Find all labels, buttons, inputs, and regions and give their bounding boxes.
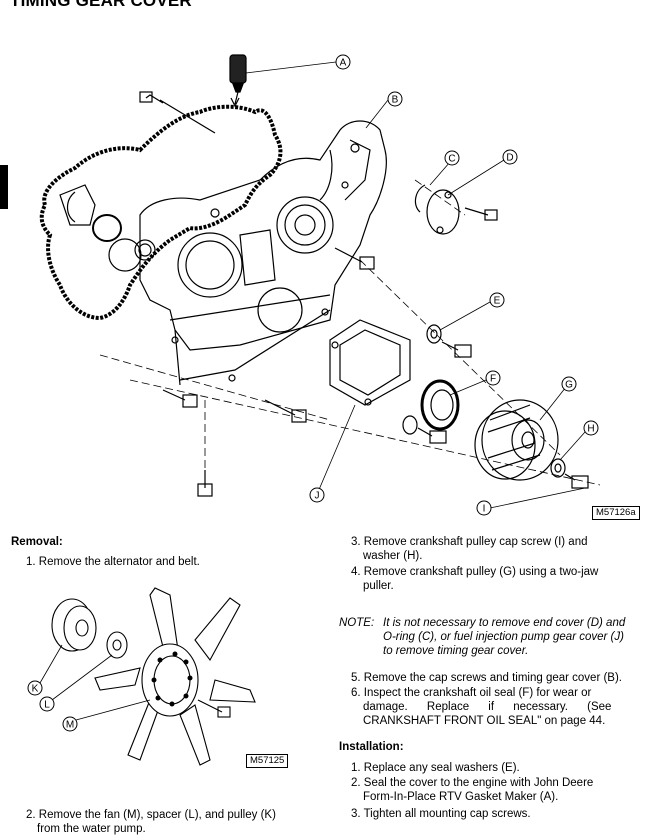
svg-text:L: L: [44, 700, 50, 711]
svg-text:D: D: [506, 153, 513, 164]
figure-id-main: M57126a: [592, 506, 640, 520]
timing-cover-housing: [139, 120, 387, 351]
cap-fitting: [59, 184, 96, 226]
svg-text:I: I: [483, 504, 486, 515]
svg-text:E: E: [494, 296, 501, 307]
svg-text:F: F: [490, 374, 496, 385]
callout-f: F: [485, 370, 501, 386]
removal-step-1: 1. Remove the alternator and belt.: [26, 556, 200, 568]
removal-step-4: 4. Remove crankshaft pulley (G) using a …: [351, 566, 599, 592]
removal-step-5: 5. Remove the cap screws and timing gear…: [351, 672, 623, 684]
callout-c: C: [444, 150, 460, 166]
svg-text:A: A: [340, 58, 347, 69]
rtv-tube: [229, 54, 247, 84]
svg-text:H: H: [587, 424, 594, 435]
svg-text:B: B: [392, 95, 399, 106]
callout-m: M: [62, 716, 78, 732]
installation-heading: Installation:: [339, 741, 404, 753]
gasket-outline: [39, 104, 283, 321]
svg-text:M: M: [66, 720, 74, 731]
removal-note: NOTE: It is not necessary to remove end …: [339, 617, 626, 657]
page-title: TIMING GEAR COVER: [10, 0, 192, 10]
figure-id-fan: M57125: [246, 754, 289, 768]
callout-i: I: [476, 500, 492, 516]
callout-g: G: [561, 376, 577, 392]
callouts-fan: K L M: [27, 680, 78, 732]
section-tab-marker: [0, 165, 8, 209]
callouts-main: A B C D E F G H I J: [309, 54, 599, 516]
callout-h: H: [583, 420, 599, 436]
removal-step-3: 3. Remove crankshaft pulley cap screw (I…: [351, 536, 588, 562]
installation-step-2: 2. Seal the cover to the engine with Joh…: [351, 777, 594, 803]
removal-step-6: 6. Inspect the crankshaft oil seal (F) f…: [351, 687, 612, 727]
installation-step-1: 1. Replace any seal washers (E).: [351, 762, 520, 774]
callout-k: K: [27, 680, 43, 696]
callout-j: J: [309, 487, 325, 503]
svg-text:G: G: [565, 380, 573, 391]
callout-l: L: [39, 696, 55, 712]
svg-text:K: K: [32, 684, 39, 695]
callout-b: B: [387, 91, 403, 107]
fan-assembly-diagram: [39, 587, 256, 766]
callout-a: A: [335, 54, 351, 70]
callout-e: E: [489, 292, 505, 308]
svg-text:C: C: [448, 154, 455, 165]
callout-d: D: [502, 149, 518, 165]
removal-step-2: 2. Remove the fan (M), spacer (L), and p…: [26, 809, 276, 835]
svg-text:J: J: [315, 491, 320, 502]
removal-heading: Removal:: [11, 536, 63, 548]
installation-step-3: 3. Tighten all mounting cap screws.: [351, 808, 531, 820]
